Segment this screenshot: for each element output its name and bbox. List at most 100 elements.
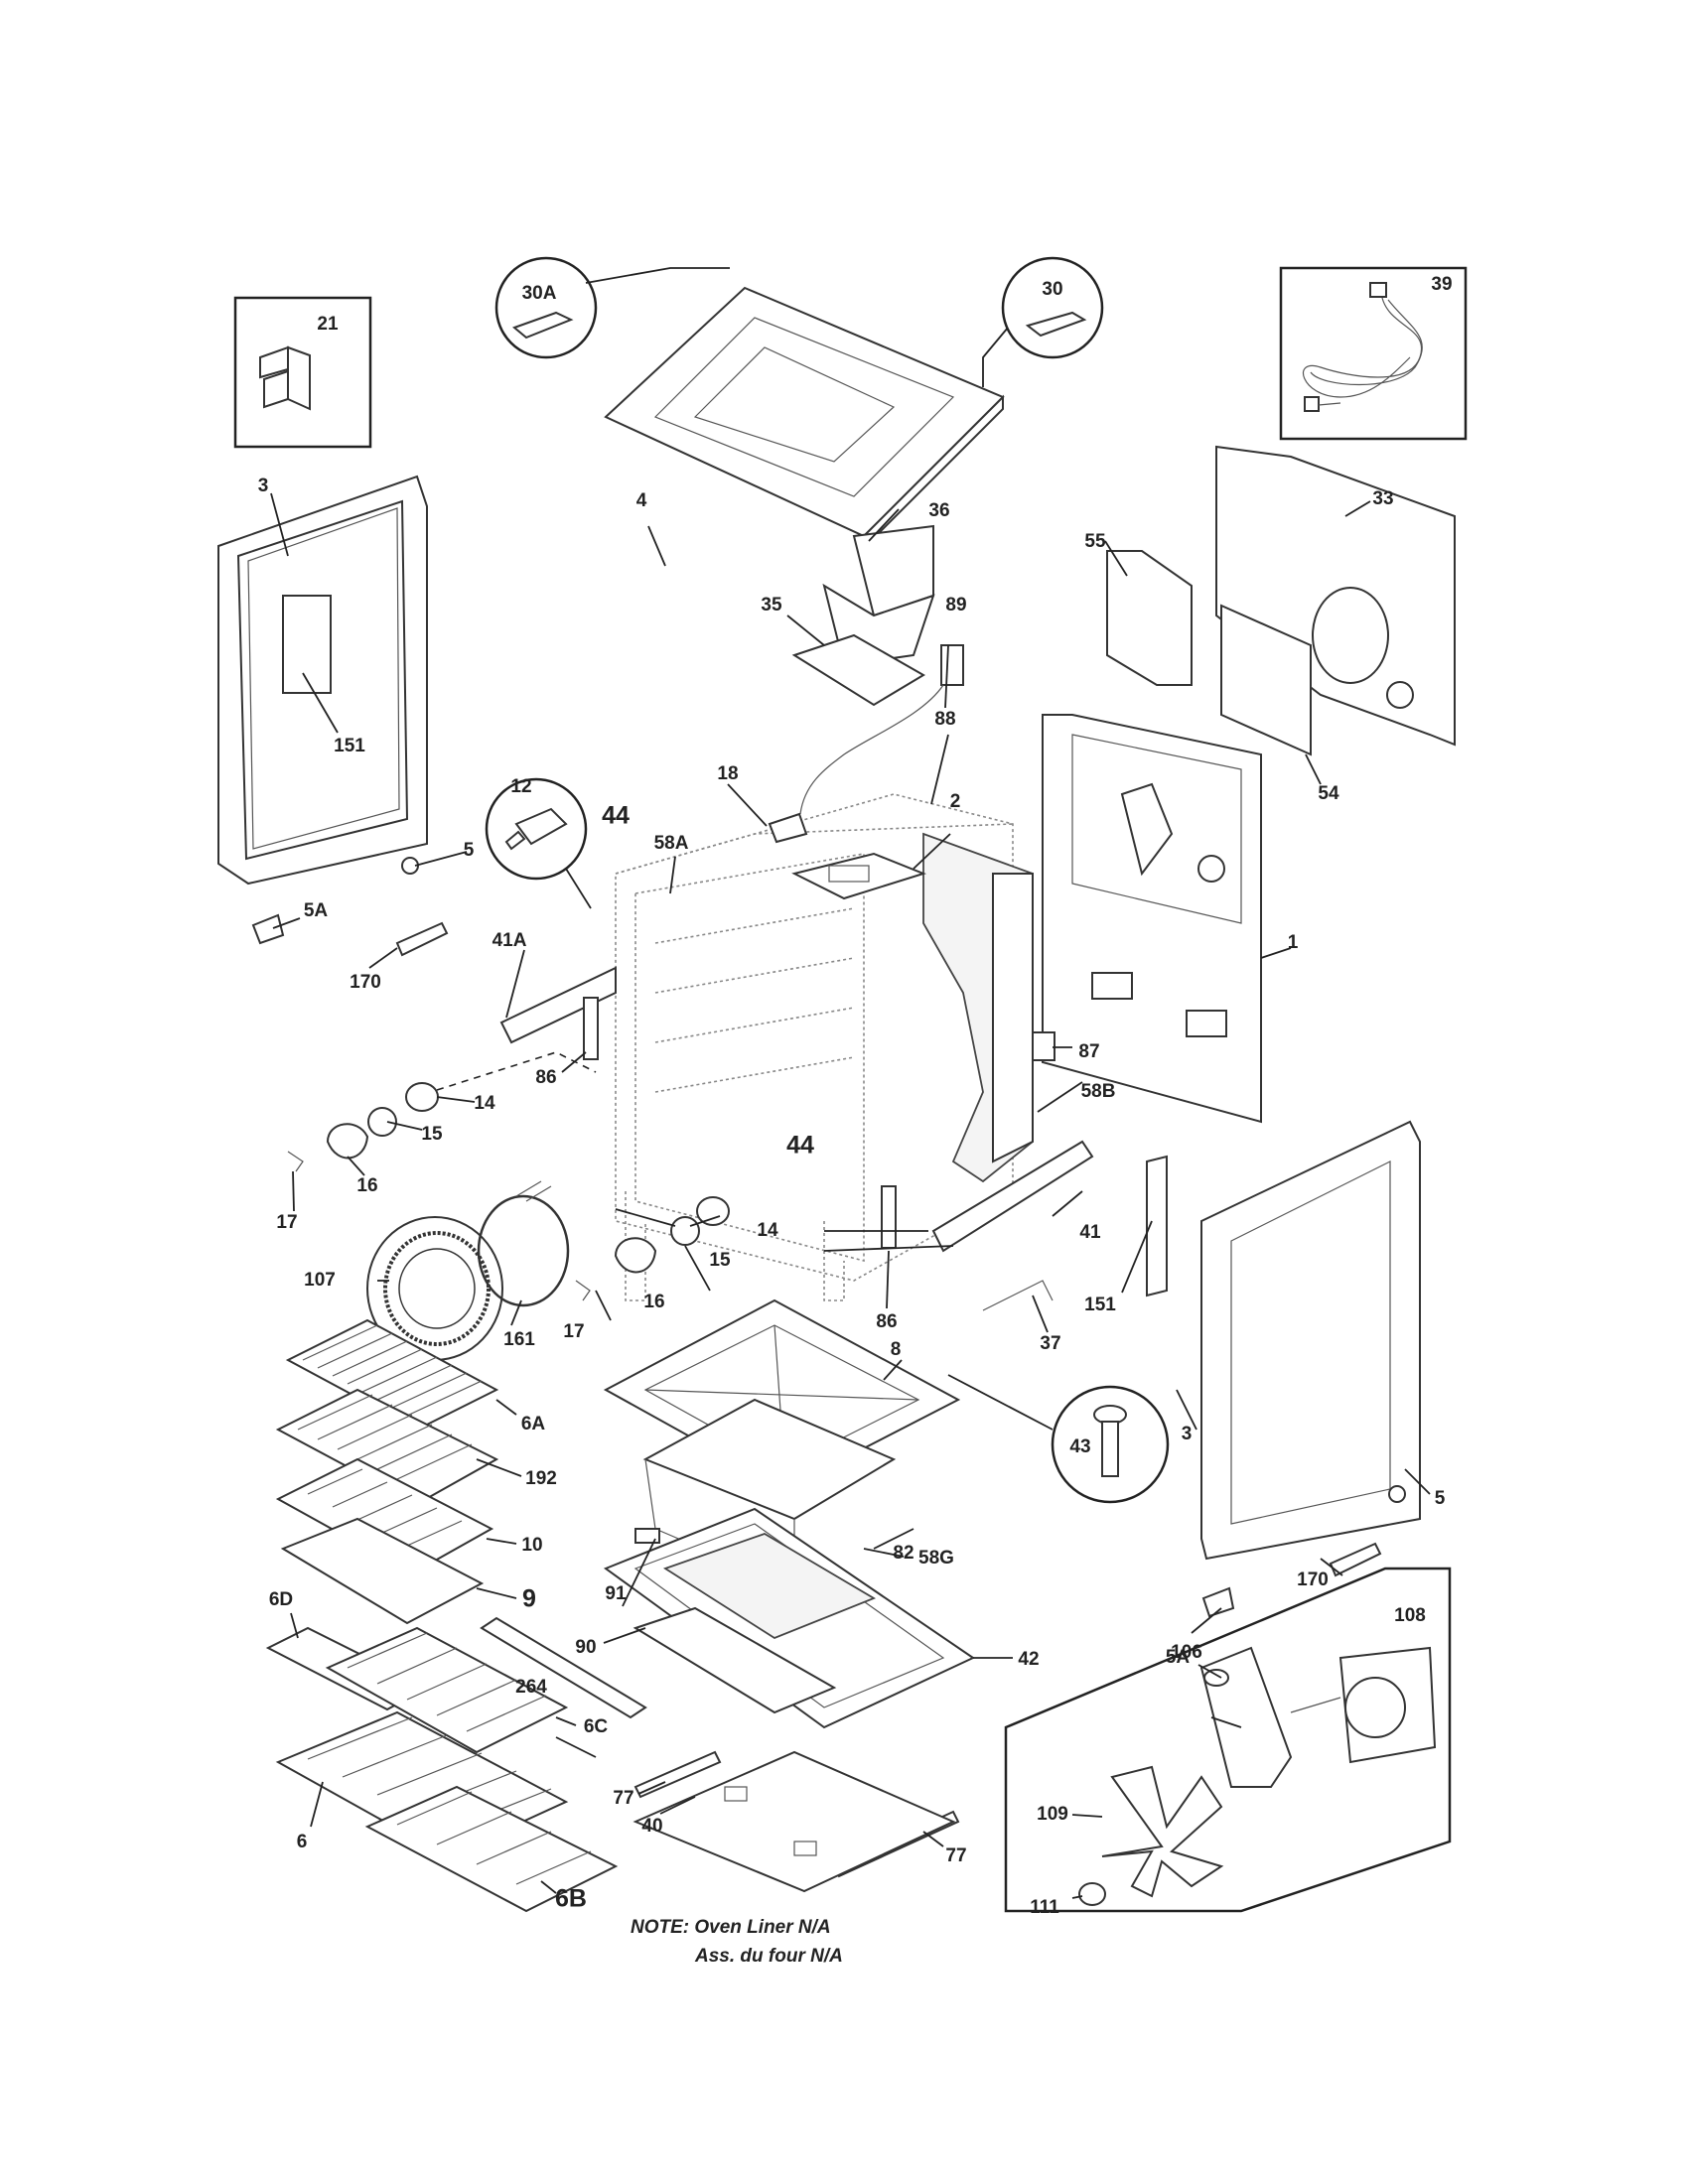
- callout-6A: 6A: [521, 1414, 546, 1434]
- leveler-part-5-right: [1388, 1485, 1406, 1503]
- side-panel-part-3-left: [217, 475, 428, 886]
- callout-labels: 1 2 3 3 4 5 5 5A 5A 6 6A 6B 6C 6D 8 9 10…: [258, 274, 1453, 1918]
- callout-15-upper: 15: [421, 1124, 443, 1145]
- rack-part-6C: [325, 1626, 569, 1754]
- duct-part-35-36: [791, 524, 935, 707]
- insulation-part-58G: [662, 1533, 877, 1640]
- insulation-part-58B: [922, 832, 1034, 1183]
- lamp-assembly-lower: [575, 1196, 730, 1301]
- inset-part-21: [233, 296, 372, 449]
- wire-part-37: [982, 1280, 1054, 1311]
- callout-44-lower: 44: [786, 1132, 814, 1160]
- callout-35: 35: [761, 595, 782, 615]
- vent-part-2: [791, 852, 926, 900]
- rail-part-41: [931, 1140, 1094, 1253]
- callout-106: 106: [1171, 1642, 1202, 1663]
- callout-5A-right: 5A: [1166, 1647, 1191, 1668]
- gasket-part-161: [477, 1180, 570, 1307]
- bracket-part-151-right: [1146, 1155, 1168, 1297]
- callout-33: 33: [1372, 488, 1393, 509]
- callout-5A-left: 5A: [304, 900, 329, 921]
- bracket-part-90: [633, 1606, 837, 1714]
- callout-9: 9: [522, 1585, 536, 1613]
- callout-44-upper: 44: [602, 802, 630, 830]
- callout-151-right: 151: [1084, 1295, 1116, 1315]
- callout-109: 109: [1037, 1804, 1068, 1825]
- callout-58G: 58G: [918, 1548, 954, 1569]
- callout-41A: 41A: [492, 930, 527, 951]
- drawer-part-40: [633, 1750, 956, 1893]
- inset-part-30: [982, 256, 1104, 387]
- bracket-part-55: [1106, 550, 1193, 686]
- callout-6C: 6C: [584, 1716, 609, 1737]
- callout-40: 40: [641, 1816, 662, 1837]
- strip-part-264: [480, 1616, 647, 1719]
- callout-37: 37: [1040, 1333, 1060, 1354]
- callout-42: 42: [1018, 1649, 1039, 1670]
- inset-part-43: [947, 1374, 1170, 1504]
- hinge-part-170-left: [395, 921, 449, 957]
- callout-90: 90: [575, 1637, 596, 1658]
- callout-3-left: 3: [258, 476, 269, 496]
- callout-14-lower: 14: [757, 1220, 778, 1241]
- callout-87: 87: [1078, 1041, 1099, 1062]
- callout-161: 161: [503, 1329, 535, 1350]
- callout-21: 21: [317, 314, 339, 335]
- callout-77-right: 77: [945, 1845, 966, 1866]
- leader-lines: [270, 492, 1431, 1899]
- callout-107: 107: [304, 1270, 336, 1291]
- callout-3-right: 3: [1182, 1424, 1193, 1444]
- callout-91: 91: [605, 1583, 627, 1604]
- thermostat-part-18: [768, 812, 808, 844]
- callout-82: 82: [893, 1543, 914, 1564]
- callout-8: 8: [891, 1339, 902, 1360]
- callout-170-left: 170: [350, 972, 381, 993]
- callout-192: 192: [525, 1468, 557, 1489]
- callout-5-right: 5: [1435, 1488, 1446, 1509]
- shield-part-54: [1220, 604, 1312, 756]
- callout-5-left: 5: [464, 840, 475, 861]
- back-panel-part-33: [1215, 445, 1456, 747]
- callout-77-left: 77: [613, 1788, 633, 1809]
- callout-6D: 6D: [269, 1589, 293, 1610]
- back-panel-part-1: [1042, 714, 1262, 1124]
- inset-part-12: [485, 777, 592, 909]
- callout-39: 39: [1431, 274, 1452, 295]
- bracket-part-91: [634, 1528, 660, 1544]
- callout-1: 1: [1288, 932, 1299, 953]
- lamp-assembly-upper: [287, 1051, 597, 1172]
- callout-151-left: 151: [334, 736, 365, 756]
- callout-41: 41: [1079, 1222, 1101, 1243]
- foot-part-5A-right: [1201, 1586, 1235, 1618]
- inset-part-39: [1279, 266, 1468, 441]
- clip-part-86-right: [881, 1185, 897, 1249]
- callout-16-lower: 16: [643, 1292, 664, 1312]
- foot-part-5A-left: [251, 913, 285, 945]
- broil-pan-part-9: [280, 1517, 485, 1625]
- callout-88: 88: [934, 709, 955, 730]
- rack-part-6B: [364, 1785, 619, 1913]
- callout-17-upper: 17: [276, 1212, 297, 1233]
- callout-36: 36: [928, 500, 949, 521]
- callout-86-left: 86: [535, 1067, 556, 1088]
- hinge-part-170-right: [1329, 1542, 1382, 1577]
- callout-30A: 30A: [522, 283, 557, 304]
- clip-part-86-left: [583, 997, 599, 1060]
- note-line-1: NOTE: Oven Liner N/A: [631, 1917, 831, 1938]
- side-panel-part-3-right: [1200, 1120, 1421, 1561]
- callout-58A: 58A: [654, 833, 689, 854]
- callout-108: 108: [1394, 1605, 1426, 1626]
- callout-6B: 6B: [555, 1885, 587, 1913]
- rail-part-41A: [499, 966, 617, 1044]
- callout-54: 54: [1318, 783, 1339, 804]
- callout-170-right: 170: [1297, 1570, 1329, 1590]
- callout-2: 2: [950, 791, 961, 812]
- convection-fan-inset: [1004, 1567, 1452, 1913]
- callout-89: 89: [945, 595, 966, 615]
- connector-part-87: [1032, 1031, 1055, 1061]
- callout-12: 12: [510, 776, 531, 797]
- callout-58B: 58B: [1081, 1081, 1116, 1102]
- callout-18: 18: [717, 763, 738, 784]
- callout-43: 43: [1069, 1436, 1090, 1457]
